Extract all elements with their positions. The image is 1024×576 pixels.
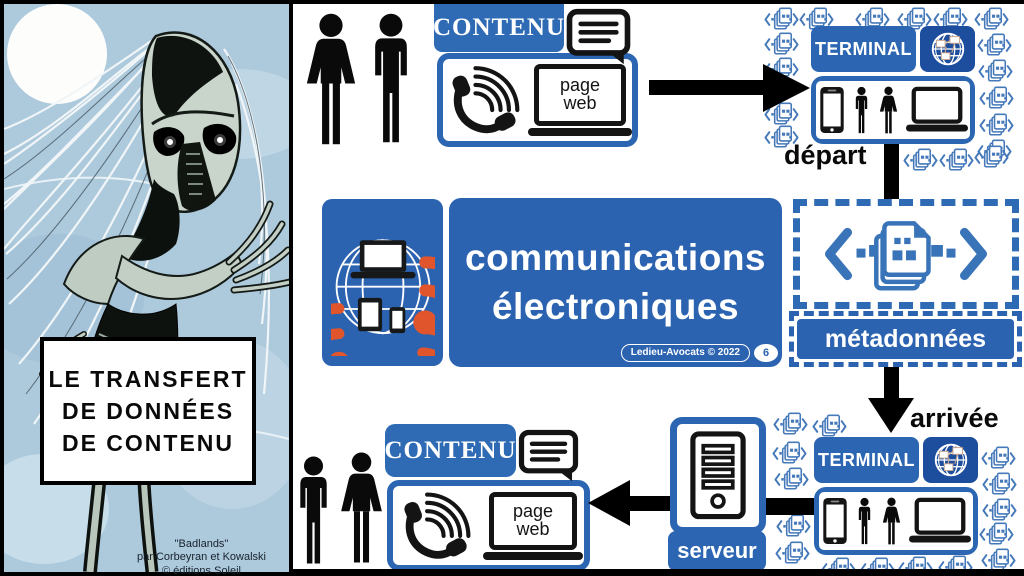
footer-brand: Ledieu-Avocats © 2022 — [620, 344, 750, 362]
globe-devices-icon — [331, 238, 435, 356]
metadata-tile-icon — [902, 146, 939, 176]
man-icon — [855, 497, 874, 545]
page-number-badge: 6 — [754, 344, 778, 362]
metadata-tile-icon — [973, 143, 1010, 173]
smartphone-icon — [819, 87, 844, 133]
metadata-tile-icon — [978, 84, 1015, 114]
serveur-label-box: serveur — [668, 531, 766, 571]
laptop-page-web-icon: page web — [528, 64, 632, 136]
contenu-label: CONTENU — [384, 436, 517, 464]
terminal-group-depart: TERMINAL — [811, 26, 975, 144]
woman-icon — [337, 451, 386, 564]
page-web-screen: page web — [489, 491, 577, 550]
communications-box: communications électroniques Ledieu-Avoc… — [449, 198, 782, 367]
server-icon — [690, 430, 746, 519]
contenu-label-box-top: CONTENU — [433, 4, 566, 52]
communications-line: électroniques — [491, 285, 740, 327]
metadata-box — [793, 199, 1019, 309]
woman-icon — [878, 86, 899, 134]
metadata-tile-icon — [938, 146, 975, 176]
man-icon — [291, 455, 336, 565]
caption-line: LE TRANSFERT — [48, 365, 248, 392]
laptop-icon — [908, 497, 971, 543]
bottom-frame-bar — [293, 569, 1024, 576]
caption-line: DE CONTENU — [61, 430, 235, 457]
arrow-left-icon — [588, 480, 630, 526]
page-web-screen: page web — [534, 64, 626, 126]
laptop-page-web-icon: page web — [483, 491, 583, 560]
man-icon — [364, 12, 418, 144]
globe-devices-box — [322, 199, 443, 366]
comic-caption: LE TRANSFERT DE DONNÉES DE CONTENU — [40, 337, 256, 485]
metadata-tile-icon — [977, 57, 1014, 87]
serveur-box — [670, 417, 766, 534]
contenu-box-top: page web — [437, 53, 638, 147]
laptop-icon — [905, 86, 968, 132]
woman-icon — [301, 12, 361, 146]
terminal-label-box: TERMINAL — [814, 437, 919, 483]
network-globe-icon — [923, 437, 978, 483]
arrow-down-shaft-arrivee — [884, 366, 899, 399]
contenu-label: CONTENU — [433, 14, 566, 41]
arrow-left-shaft — [628, 496, 672, 511]
contenu-label-box-bottom: CONTENU — [385, 424, 516, 477]
metadata-stack-icon — [825, 221, 987, 291]
terminal-label-box: TERMINAL — [811, 26, 916, 72]
network-globe-icon — [920, 26, 975, 72]
metadonnees-label-box: métadonnées — [789, 311, 1022, 367]
arrivee-label: arrivée — [910, 403, 999, 433]
terminal-serveur-connector — [764, 498, 814, 515]
phone-signal-icon — [452, 66, 520, 134]
arrow-down-shaft-depart — [884, 142, 899, 200]
contenu-box-bottom: page web — [387, 480, 590, 571]
top-frame-bar — [293, 0, 1024, 4]
terminal-devices-box — [811, 76, 975, 144]
man-icon — [852, 86, 871, 134]
terminal-devices-box — [814, 487, 978, 555]
speech-bubble-icon — [566, 8, 631, 65]
smartphone-icon — [822, 498, 847, 544]
moon — [7, 4, 107, 104]
comic-panel: LE TRANSFERT DE DONNÉES DE CONTENU "Badl… — [0, 0, 293, 576]
metadata-tile-icon — [772, 410, 809, 440]
metadata-tile-icon — [774, 539, 811, 569]
depart-label: départ — [784, 140, 867, 170]
terminal-group-arrivee: TERMINAL — [814, 437, 978, 555]
metadata-tile-icon — [773, 465, 810, 495]
arrow-right-icon — [763, 64, 810, 112]
laptop-base — [528, 128, 632, 136]
woman-icon — [881, 497, 902, 545]
arrow-right-shaft — [649, 80, 765, 95]
caption-line: DE DONNÉES — [61, 397, 235, 424]
laptop-base — [483, 551, 583, 560]
arrow-down-icon — [868, 398, 914, 433]
phone-signal-icon — [404, 492, 471, 559]
speech-bubble-icon — [518, 429, 579, 482]
communications-line: communications — [465, 237, 766, 279]
metadata-tile-icon — [775, 512, 812, 542]
comic-credits: "Badlands" par Corbeyran et Kowalski © é… — [136, 538, 266, 576]
alien-illustration — [4, 4, 289, 572]
